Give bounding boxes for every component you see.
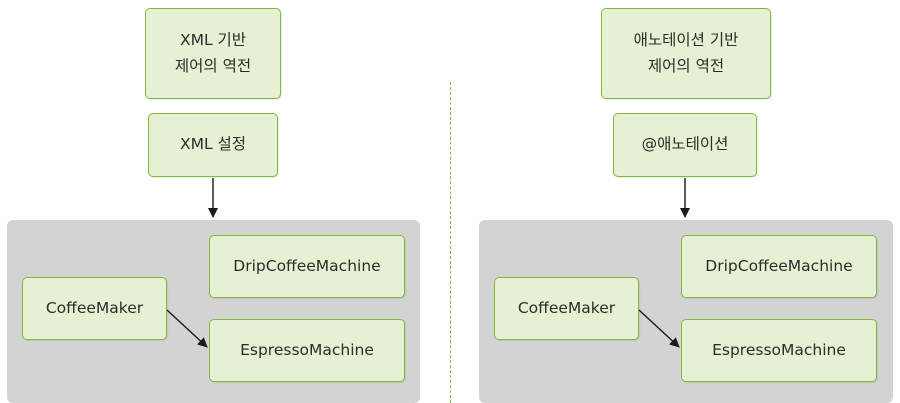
annotation-ioc-line1: 애노테이션 기반 bbox=[633, 30, 739, 49]
left-drip-coffee-machine-box: DripCoffeeMachine bbox=[209, 235, 405, 298]
xml-ioc-line1: XML 기반 bbox=[179, 30, 247, 49]
right-espresso-label: EspressoMachine bbox=[712, 340, 846, 359]
xml-ioc-box: XML 기반 제어의 역전 bbox=[145, 8, 281, 99]
right-coffee-maker-box: CoffeeMaker bbox=[494, 277, 639, 340]
left-drip-label: DripCoffeeMachine bbox=[233, 256, 381, 275]
right-espresso-machine-box: EspressoMachine bbox=[681, 319, 877, 382]
annotation-ioc-box: 애노테이션 기반 제어의 역전 bbox=[601, 8, 771, 99]
left-espresso-machine-box: EspressoMachine bbox=[209, 319, 405, 382]
annotation-config-box: @애노테이션 bbox=[613, 113, 757, 177]
right-drip-label: DripCoffeeMachine bbox=[705, 256, 853, 275]
xml-config-box: XML 설정 bbox=[148, 113, 278, 177]
annotation-ioc-line2: 제어의 역전 bbox=[647, 56, 725, 75]
right-drip-coffee-machine-box: DripCoffeeMachine bbox=[681, 235, 877, 298]
left-maker-label: CoffeeMaker bbox=[45, 298, 144, 317]
right-maker-label: CoffeeMaker bbox=[517, 298, 616, 317]
left-espresso-label: EspressoMachine bbox=[240, 340, 374, 359]
left-coffee-maker-box: CoffeeMaker bbox=[22, 277, 167, 340]
left-maker-to-espresso-arrow bbox=[166, 309, 208, 348]
right-maker-to-espresso-arrow bbox=[638, 309, 680, 348]
xml-config-label: XML 설정 bbox=[179, 135, 247, 154]
annotation-config-label: @애노테이션 bbox=[641, 135, 729, 154]
section-divider bbox=[450, 82, 451, 403]
xml-ioc-line2: 제어의 역전 bbox=[174, 56, 252, 75]
